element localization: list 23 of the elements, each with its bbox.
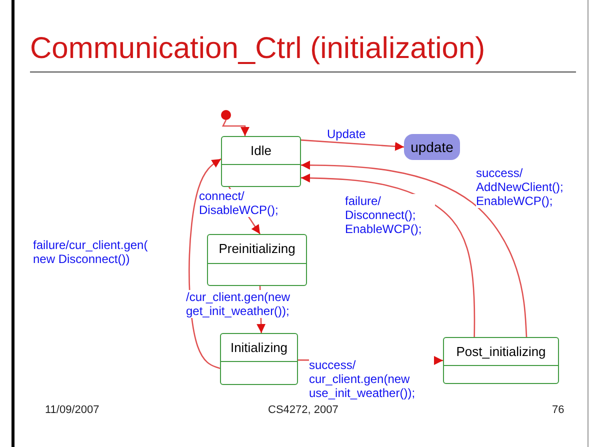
transition-arrow [300,139,404,151]
state-name: Initializing [229,340,289,355]
slide-title: Communication_Ctrl (initialization) [30,32,486,66]
transition-arrow [301,160,528,338]
transition-arrow [222,120,250,136]
footer-text: CS4272, 2007 [268,404,338,416]
initial-state-dot [221,110,231,120]
state-name: update [410,139,454,155]
state-box [207,234,307,286]
state-box [443,337,559,384]
footer-text: 76 [552,404,564,416]
transition-arrow [188,158,222,369]
state-box [220,333,298,385]
edge-label: failure/ Disconnect(); EnableWCP(); [345,194,435,236]
edge-label: Update [327,127,366,141]
transition-arrow [300,174,476,337]
state-name: Preinitializing [218,241,296,256]
state-name: Idle [250,143,272,158]
state-box [221,136,301,187]
edge-label: success/ cur_client.gen(new use_init_weather()); [309,358,434,400]
state-name: Post_initializing [455,344,547,359]
footer-text: 11/09/2007 [45,404,100,416]
state-pill [404,134,460,160]
